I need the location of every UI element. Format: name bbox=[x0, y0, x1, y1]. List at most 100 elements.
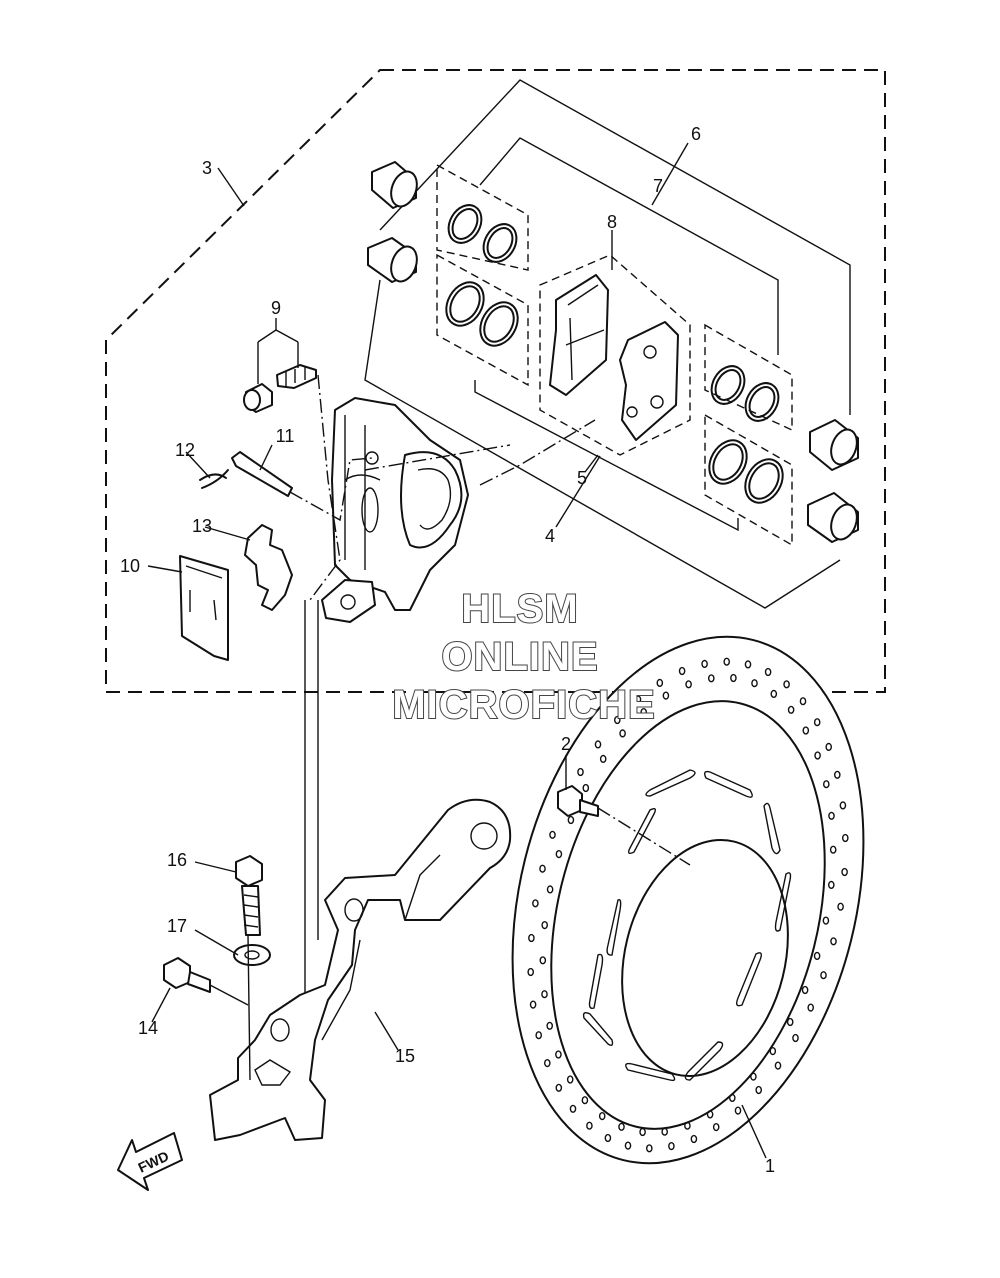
disc-hole bbox=[823, 780, 830, 789]
disc-hole bbox=[706, 1110, 714, 1119]
callout-9: 9 bbox=[271, 298, 281, 318]
disc-hole bbox=[783, 680, 790, 689]
disc-hole bbox=[769, 1046, 777, 1056]
disc-hole bbox=[555, 1083, 563, 1092]
seal-ring bbox=[482, 223, 518, 263]
callout-11: 11 bbox=[276, 426, 295, 446]
right-pistons bbox=[807, 419, 859, 543]
disc-hole bbox=[619, 729, 626, 738]
disc-hole bbox=[730, 673, 737, 683]
disc-hole bbox=[618, 1122, 625, 1131]
disc-hole bbox=[712, 1122, 720, 1132]
disc-hole bbox=[661, 1127, 669, 1136]
disc-hole bbox=[604, 1133, 612, 1143]
seal-ring bbox=[479, 301, 519, 347]
seal-ring bbox=[445, 281, 485, 327]
disc-hole bbox=[829, 845, 837, 854]
callout-10: 10 bbox=[120, 556, 140, 576]
disc-hole bbox=[842, 833, 849, 843]
pad-pin-and-clip bbox=[199, 451, 373, 522]
seal-ring bbox=[744, 458, 784, 504]
disc-hole bbox=[701, 659, 708, 669]
disc-hole bbox=[787, 705, 795, 714]
disc-hole bbox=[598, 1111, 606, 1121]
disc-hole bbox=[634, 695, 642, 704]
disc-hole bbox=[594, 740, 602, 749]
disc-hole bbox=[581, 1096, 589, 1105]
mount-guide-line bbox=[304, 600, 319, 1040]
disc-hole bbox=[582, 783, 590, 793]
callout-7: 7 bbox=[653, 176, 663, 196]
bleeder-screw-set bbox=[243, 329, 341, 601]
disc-hole bbox=[539, 956, 547, 965]
disc-hole bbox=[646, 1144, 653, 1153]
disc-hole bbox=[546, 1021, 554, 1030]
callout-6: 6 bbox=[691, 124, 701, 144]
disc-hole bbox=[802, 726, 810, 735]
disc-hole bbox=[774, 1061, 782, 1070]
disc-hole bbox=[751, 679, 758, 688]
piston-leader-lines bbox=[364, 419, 596, 486]
disc-hole bbox=[624, 1141, 632, 1150]
disc-hole bbox=[586, 1121, 593, 1130]
disc-hole bbox=[544, 1058, 551, 1068]
disc-hole bbox=[841, 867, 848, 877]
disc-hole bbox=[813, 951, 821, 961]
disc-hole bbox=[668, 1141, 675, 1151]
disc-hole bbox=[828, 811, 835, 820]
disc-slots bbox=[582, 769, 792, 1082]
disc-hole bbox=[825, 742, 833, 752]
seal-ring bbox=[744, 382, 780, 422]
disc-hole bbox=[830, 937, 837, 946]
disc-hole bbox=[708, 674, 715, 683]
watermark-line-3: MICROFICHE bbox=[392, 683, 655, 727]
watermark-line-2: ONLINE bbox=[441, 635, 598, 679]
brake-pad bbox=[549, 274, 609, 396]
disc-hole bbox=[528, 933, 535, 943]
disc-hole bbox=[549, 830, 556, 839]
brake-pad-group bbox=[539, 254, 691, 456]
disc-hole bbox=[801, 985, 809, 995]
disc-hole bbox=[744, 660, 752, 669]
disc-hole bbox=[656, 678, 664, 688]
mount-bolts bbox=[163, 855, 271, 1081]
disc-hole bbox=[614, 715, 621, 725]
disc-hole bbox=[685, 680, 692, 689]
disc-bolt bbox=[557, 785, 599, 817]
disc-hole bbox=[662, 691, 670, 700]
callout-8: 8 bbox=[607, 212, 617, 232]
callout-17: 17 bbox=[167, 916, 187, 936]
disc-hole bbox=[640, 707, 648, 717]
watermark: HLSM ONLINE MICROFICHE bbox=[391, 586, 655, 728]
disc-hole bbox=[734, 1106, 742, 1115]
callout-16: 16 bbox=[167, 850, 187, 870]
disc-hole bbox=[541, 990, 548, 999]
seal-kit-bracket-lines bbox=[364, 79, 851, 609]
disc-hole bbox=[539, 864, 546, 873]
callout-3: 3 bbox=[202, 158, 212, 178]
disc-hole bbox=[599, 754, 607, 764]
disc-hole bbox=[566, 1075, 574, 1084]
disc-hole bbox=[723, 657, 731, 666]
disc-hole bbox=[678, 666, 686, 676]
caliper-body bbox=[321, 397, 469, 623]
callout-2: 2 bbox=[561, 734, 571, 754]
forward-direction-arrow: FWD bbox=[117, 1132, 183, 1191]
disc-hole bbox=[684, 1121, 691, 1130]
callout-15: 15 bbox=[395, 1046, 415, 1066]
disc-hole bbox=[786, 1017, 794, 1027]
left-pistons bbox=[367, 161, 418, 283]
watermark-line-1: HLSM bbox=[461, 587, 578, 631]
right-seal-group bbox=[704, 323, 793, 547]
callout-5: 5 bbox=[577, 468, 587, 488]
callout-leaders bbox=[147, 142, 767, 1159]
disc-hole bbox=[755, 1085, 763, 1095]
disc-hole bbox=[567, 815, 575, 825]
disc-hole bbox=[639, 1127, 646, 1137]
caliper-bracket bbox=[209, 798, 512, 1141]
left-seal-group bbox=[436, 163, 529, 387]
disc-hole bbox=[813, 718, 821, 727]
disc-hole bbox=[690, 1134, 698, 1144]
